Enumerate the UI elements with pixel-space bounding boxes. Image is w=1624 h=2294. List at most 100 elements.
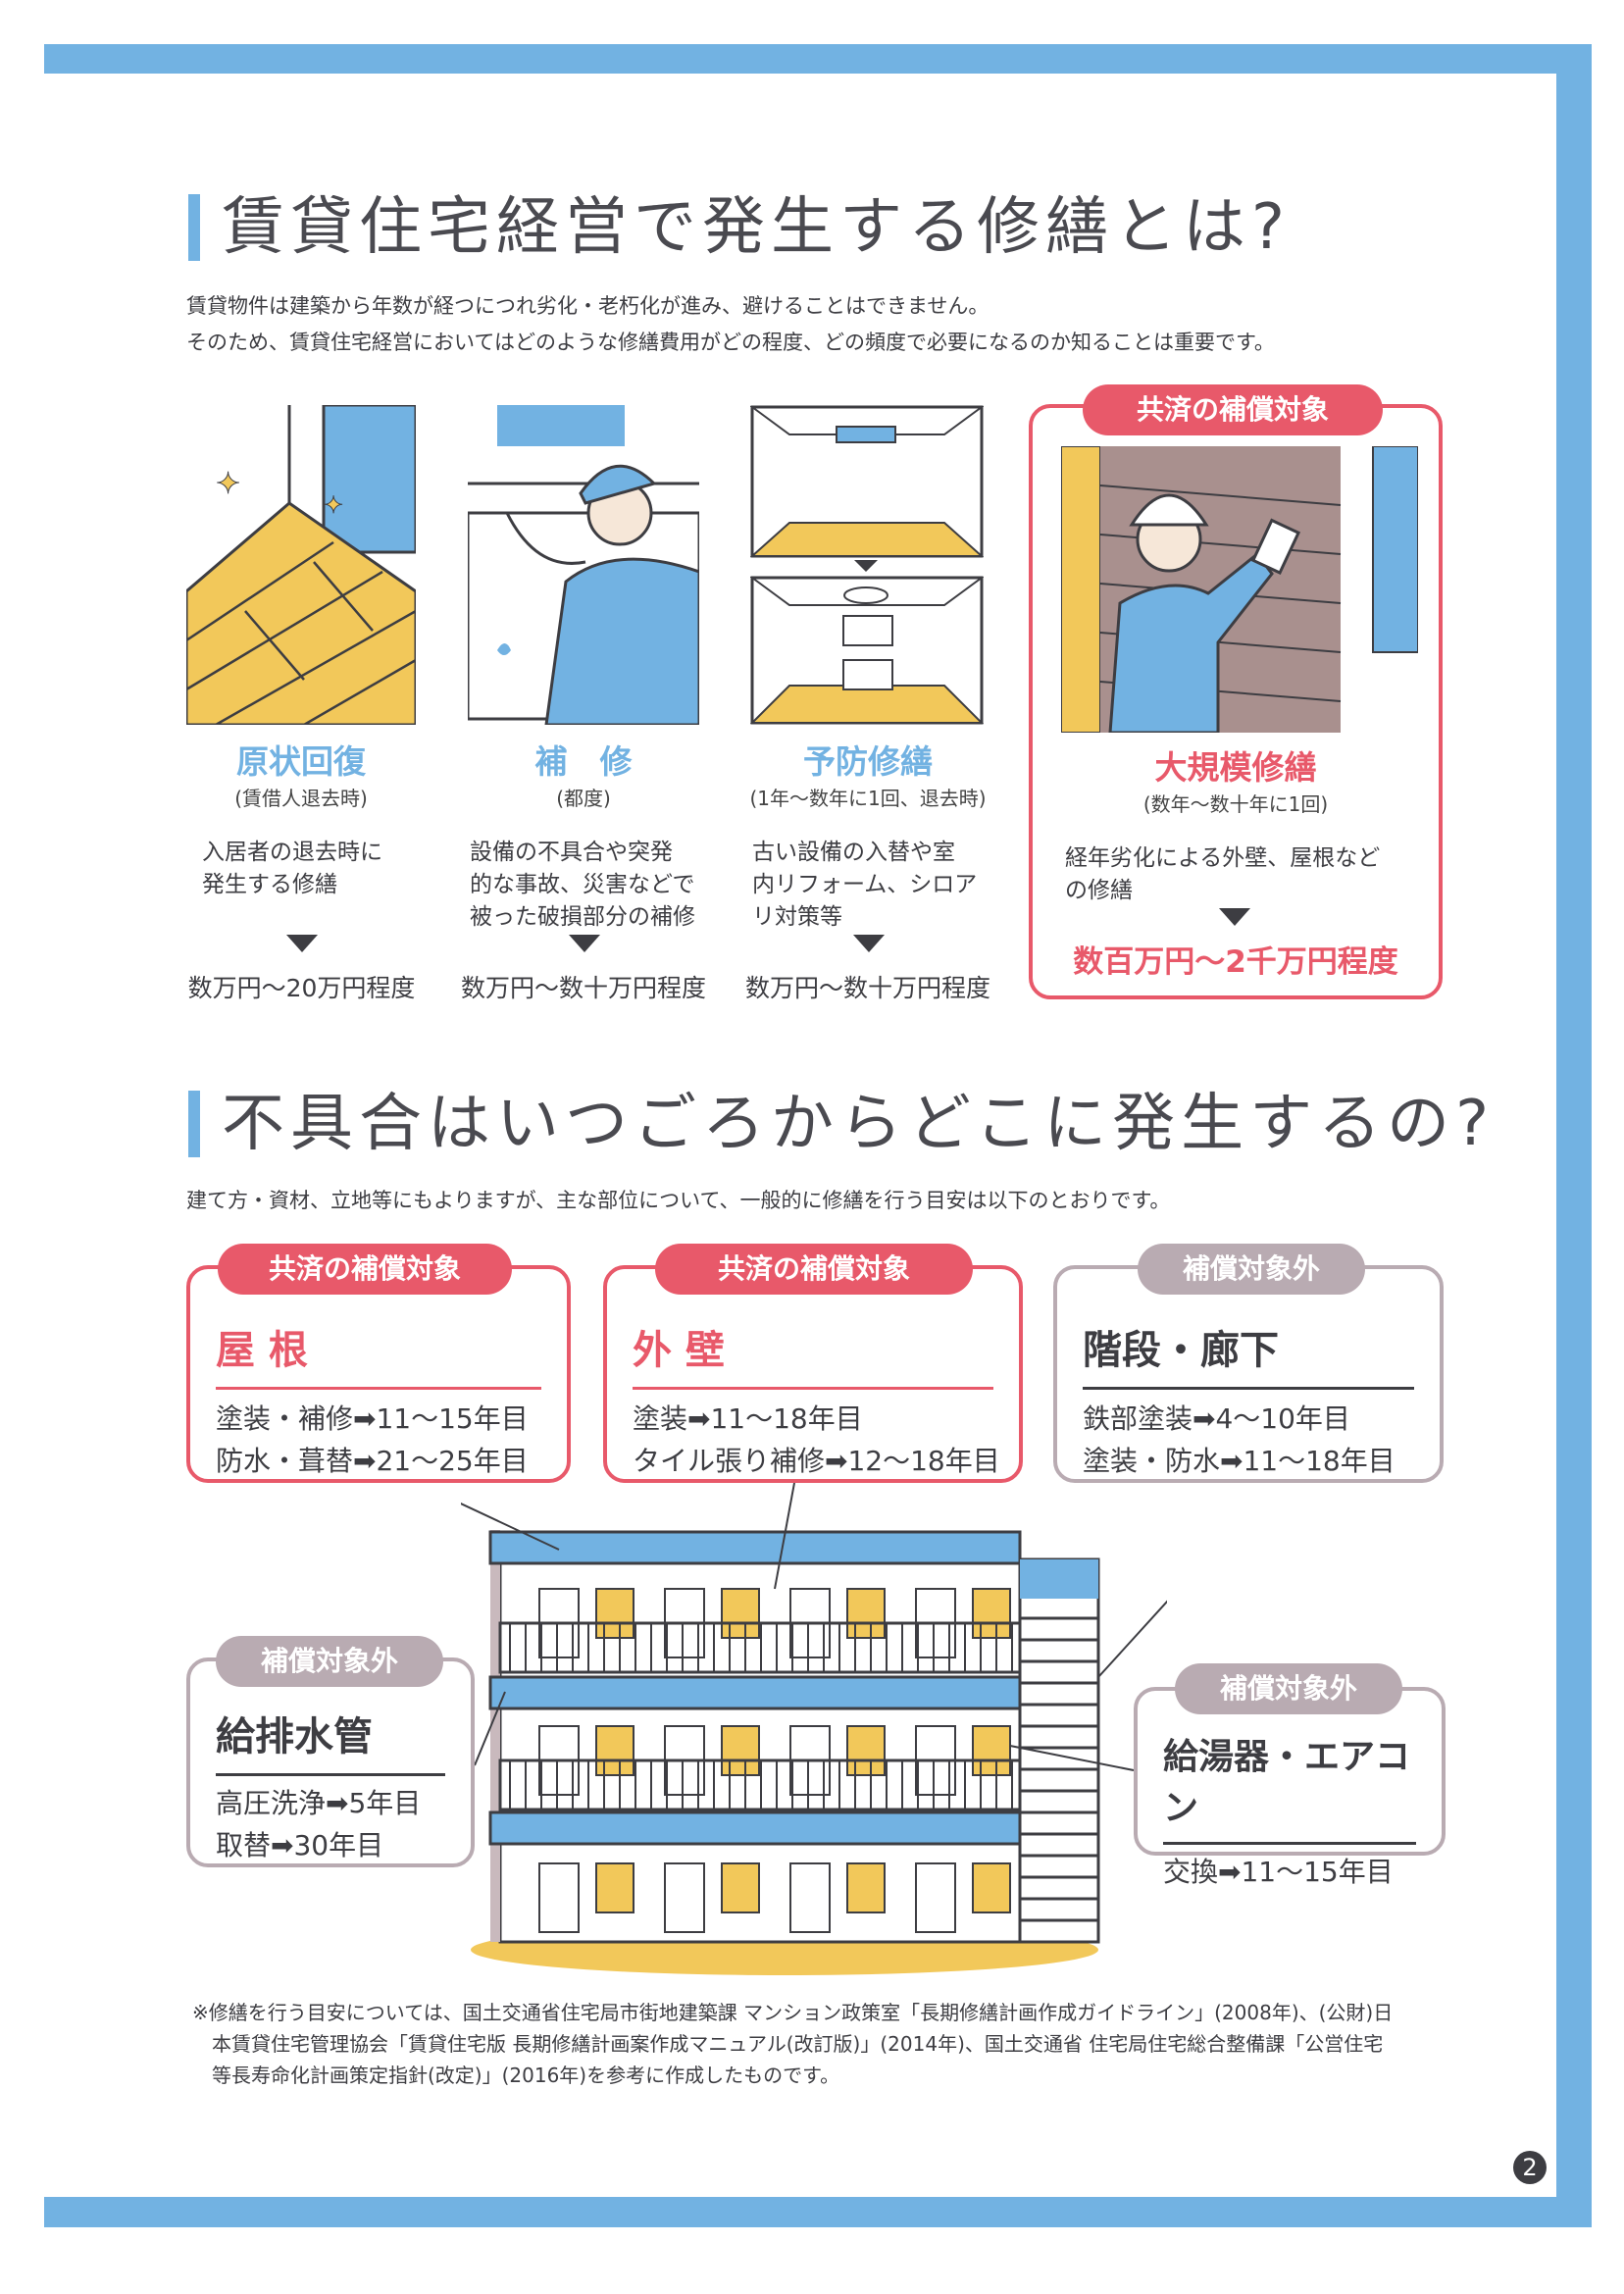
window [595, 1862, 634, 1913]
window [721, 1588, 760, 1639]
door [664, 1862, 705, 1933]
column-sub: (都度) [556, 787, 611, 810]
down-arrow-icon [853, 935, 885, 952]
leader-roof [461, 1502, 560, 1551]
window [846, 1725, 886, 1776]
leader-pipes [474, 1691, 506, 1766]
card-title: 屋 根 [216, 1318, 541, 1390]
card-line: 塗装・補修➡11〜15年目 [216, 1402, 529, 1435]
desc-line: 経年劣化による外壁、屋根など [1065, 845, 1381, 871]
card-line: 高圧洗浄➡5年目 [216, 1787, 422, 1819]
exterior-wall-card: 外 壁 塗装➡11〜18年目 タイル張り補修➡12〜18年目 [603, 1265, 1023, 1483]
footnote-line: 等長寿命化計画策定指針(改定)」(2016年)を参考に作成したものです。 [212, 2064, 840, 2087]
door [915, 1862, 956, 1933]
covered-badge: 共済の補償対象 [655, 1244, 973, 1295]
repair-type-restoration: 原状回復 (賃借人退去時) 入居者の退去時に発生する修繕 [177, 736, 426, 901]
floor-band [488, 1675, 1022, 1710]
window [595, 1588, 634, 1639]
down-arrow-icon [1219, 908, 1250, 926]
stairs-corridor-card: 階段・廊下 鉄部塗装➡4〜10年目 塗装・防水➡11〜18年目 [1053, 1265, 1444, 1483]
price-fix: 数万円〜数十万円程度 [460, 974, 706, 1002]
floor-band [488, 1810, 1022, 1846]
plumber-illustration [468, 405, 699, 725]
apartment-building-illustration [461, 1482, 1167, 1975]
leader-stairs [1097, 1600, 1167, 1678]
repair-type-major: 大規模修繕 (数年〜数十年に1回) 経年劣化による外壁、屋根などの修繕 [1040, 741, 1432, 907]
card-title: 給排水管 [216, 1705, 445, 1776]
top-frame-bar [44, 44, 1592, 74]
card-line: タイル張り補修➡12〜18年目 [633, 1445, 1000, 1477]
desc-line: 入居者の退去時に [202, 840, 382, 865]
desc-line: 被った破損部分の補修 [470, 904, 695, 930]
roof-band [488, 1530, 1022, 1565]
desc-line: リ対策等 [752, 904, 842, 930]
water-pipes-card: 給排水管 高圧洗浄➡5年目 取替➡30年目 [186, 1657, 475, 1867]
card-line: 交換➡11〜15年目 [1163, 1856, 1394, 1888]
card-line: 鉄部塗装➡4〜10年目 [1083, 1402, 1350, 1435]
right-frame-bar [1556, 44, 1592, 2227]
down-arrow-icon [569, 935, 600, 952]
window [846, 1588, 886, 1639]
column-desc: 経年劣化による外壁、屋根などの修繕 [1040, 842, 1432, 907]
leader-heater [1009, 1745, 1135, 1771]
footnote: ※修繕を行う目安については、国土交通省住宅局市街地建築課 マンション政策室「長期… [192, 1997, 1393, 2091]
door [538, 1862, 580, 1933]
desc-line: 発生する修繕 [202, 872, 337, 897]
down-arrow-icon [286, 935, 318, 952]
column-title: 大規模修繕 [1154, 748, 1317, 787]
window [721, 1725, 760, 1776]
water-heater-aircon-card: 給湯器・エアコン 交換➡11〜15年目 [1134, 1687, 1446, 1888]
covered-badge: 共済の補償対象 [1083, 384, 1383, 435]
not-covered-badge: 補償対象外 [216, 1636, 443, 1687]
window [972, 1862, 1011, 1913]
page-number: 2 [1513, 2151, 1547, 2184]
column-sub: (数年〜数十年に1回) [1142, 792, 1329, 816]
column-sub: (1年〜数年に1回、退去時) [749, 787, 987, 810]
section1-heading: 賃貸住宅経営で発生する修繕とは? [188, 194, 1291, 261]
not-covered-badge: 補償対象外 [1138, 1244, 1365, 1295]
leader-wall [774, 1482, 795, 1590]
column-desc: 入居者の退去時に発生する修繕 [177, 837, 426, 901]
bottom-frame-bar [44, 2197, 1592, 2227]
stair-landing [1020, 1559, 1098, 1599]
clean-floor-illustration: ✦✦ [186, 405, 416, 725]
desc-line: 設備の不具合や突発 [470, 840, 673, 865]
price-restoration: 数万円〜20万円程度 [187, 974, 416, 1002]
section2-intro: 建て方・資材、立地等にもよりますが、主な部位について、一般的に修繕を行う目安は以… [186, 1189, 1171, 1212]
window [595, 1725, 634, 1776]
price-major: 数百万円〜2千万円程度 [1073, 944, 1398, 980]
desc-line: 的な事故、災害などで [470, 872, 695, 897]
card-title: 給湯器・エアコン [1163, 1728, 1416, 1845]
window [846, 1862, 886, 1913]
window [972, 1725, 1011, 1776]
section1-intro: 賃貸物件は建築から年数が経つにつれ劣化・老朽化が進み、避けることはできません。 … [186, 288, 1275, 361]
desc-line: の修繕 [1065, 878, 1133, 903]
card-title: 階段・廊下 [1083, 1318, 1414, 1390]
column-sub: (賃借人退去時) [234, 787, 368, 810]
repair-type-preventive: 予防修繕 (1年〜数年に1回、退去時) 古い設備の入替や室内リフォーム、シロアリ… [740, 736, 995, 934]
covered-badge: 共済の補償対象 [218, 1244, 512, 1295]
column-title: 補 修 [534, 742, 633, 781]
column-title: 予防修繕 [803, 742, 933, 781]
card-line: 塗装➡11〜18年目 [633, 1402, 863, 1435]
wall-painter-illustration [1061, 446, 1418, 733]
card-line: 塗装・防水➡11〜18年目 [1083, 1445, 1396, 1477]
repair-type-fix: 補 修 (都度) 設備の不具合や突発的な事故、災害などで被った破損部分の補修 [456, 736, 711, 934]
desc-line: 古い設備の入替や室 [752, 840, 955, 865]
window [721, 1862, 760, 1913]
intro-line: そのため、賃貸住宅経営においてはどのような修繕費用がどの程度、どの頻度で必要にな… [186, 331, 1275, 354]
column-desc: 設備の不具合や突発的な事故、災害などで被った破損部分の補修 [456, 837, 711, 934]
card-line: 取替➡30年目 [216, 1829, 384, 1861]
card-line: 防水・葺替➡21〜25年目 [216, 1445, 529, 1477]
window [972, 1588, 1011, 1639]
footnote-line: ※修繕を行う目安については、国土交通省住宅局市街地建築課 マンション政策室「長期… [192, 2001, 1394, 2024]
card-title: 外 壁 [633, 1318, 993, 1390]
footnote-line: 本賃貸住宅管理協会「賃貸住宅版 長期修繕計画案作成マニュアル(改訂版)」(201… [212, 2032, 1384, 2056]
drain-pipe [490, 1530, 500, 1942]
price-preventive: 数万円〜数十万円程度 [744, 974, 990, 1002]
section2-heading: 不具合はいつごろからどこに発生するの? [188, 1091, 1495, 1157]
door [789, 1862, 831, 1933]
roof-card: 屋 根 塗装・補修➡11〜15年目 防水・葺替➡21〜25年目 [186, 1265, 571, 1483]
svg-text:✦: ✦ [324, 491, 343, 519]
column-desc: 古い設備の入替や室内リフォーム、シロアリ対策等 [740, 837, 995, 934]
